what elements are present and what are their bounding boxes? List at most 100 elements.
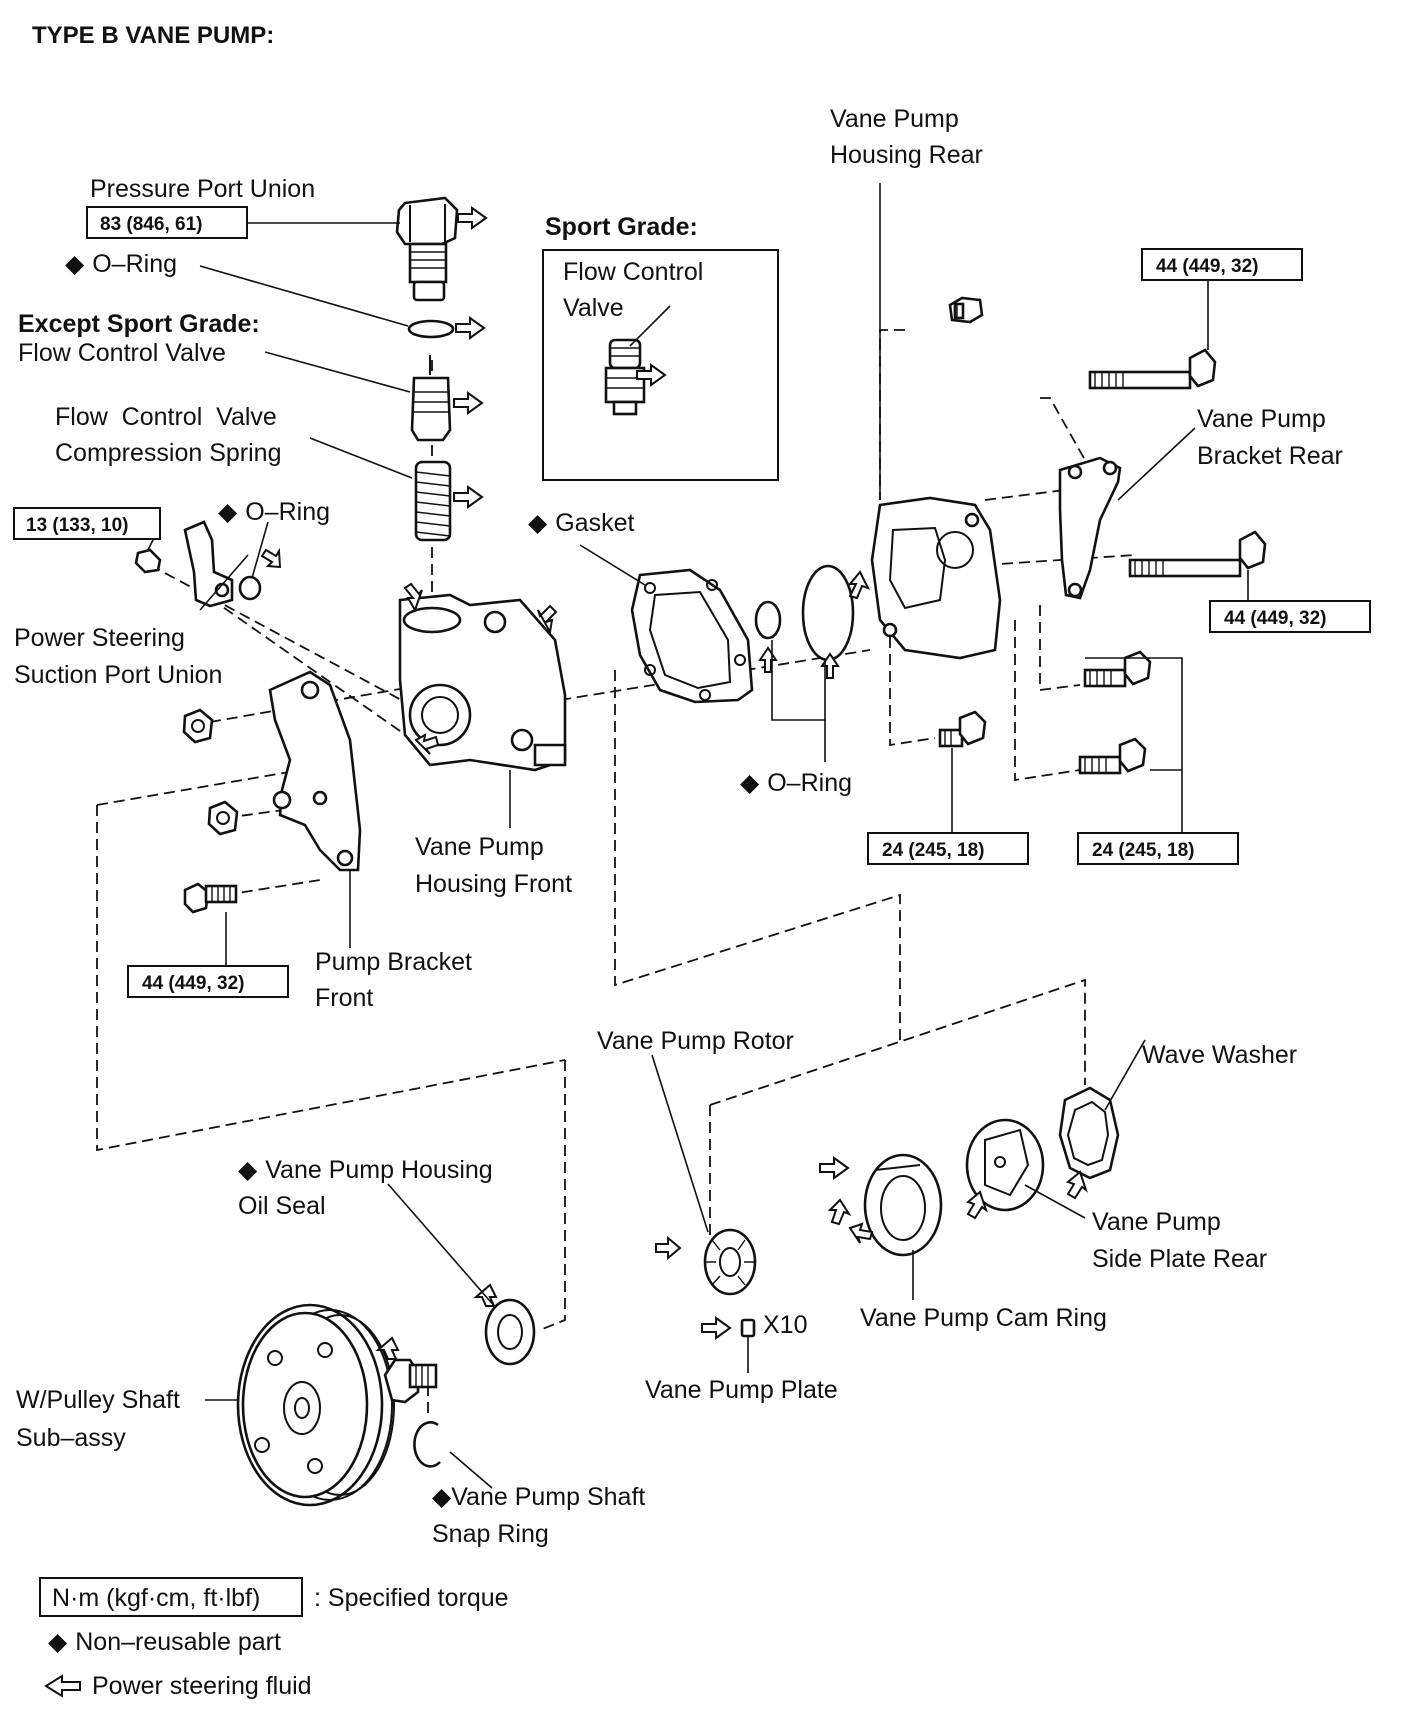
- legend-fluid-text: Power steering fluid: [92, 1672, 312, 1700]
- vane-pump-side-plate-rear-part: [965, 1118, 1045, 1212]
- label-housing-rear-line1: Vane Pump: [830, 105, 959, 133]
- label-fcv-spring-line2: Compression Spring: [55, 439, 282, 467]
- wave-washer-part: [1058, 1086, 1120, 1180]
- torque-box-suction-port: 13 (133, 10): [13, 507, 161, 540]
- label-o-ring-suction: ◆O–Ring: [218, 498, 330, 526]
- label-cam-ring: Vane Pump Cam Ring: [860, 1304, 1107, 1332]
- label-snap-ring-line1: ◆Vane Pump Shaft: [432, 1483, 645, 1511]
- label-rotor: Vane Pump Rotor: [597, 1027, 794, 1055]
- o-ring-top-part: [407, 319, 455, 339]
- label-gasket: ◆Gasket: [528, 509, 634, 537]
- label-oil-seal-line2: Oil Seal: [238, 1192, 326, 1220]
- non-reusable-icon: ◆: [432, 1483, 452, 1511]
- legend-torque-unit: N·m (kgf·cm, ft·lbf): [52, 1584, 260, 1612]
- torque-value: 44 (449, 32): [1156, 256, 1258, 277]
- label-vane-plate: Vane Pump Plate: [645, 1376, 838, 1404]
- label-oil-seal-line1: ◆Vane Pump Housing: [238, 1156, 493, 1184]
- fluid-arrow-icon: [819, 1156, 850, 1180]
- vane-pump-plate-part: [740, 1318, 756, 1338]
- oil-seal-part: [484, 1298, 536, 1366]
- assembly-dashed-lines: [96, 329, 1136, 1415]
- label-ps-suction-line1: Power Steering: [14, 624, 185, 652]
- label-side-plate-line1: Vane Pump: [1092, 1208, 1221, 1236]
- label-pulley-line1: W/Pulley Shaft: [16, 1386, 180, 1414]
- non-reusable-icon: ◆: [528, 509, 548, 537]
- legend-fluid: Power steering fluid: [44, 1672, 312, 1700]
- non-reusable-icon: ◆: [65, 250, 85, 278]
- fluid-arrow-icon: [701, 1316, 732, 1340]
- non-reusable-icon: ◆: [48, 1628, 68, 1656]
- legend: N·m (kgf·cm, ft·lbf) : Specified torque …: [39, 1577, 509, 1700]
- pressure-port-union-part: [395, 196, 459, 302]
- label-except-sport-grade: Except Sport Grade:: [18, 310, 260, 338]
- torque-box-pressure-port: 83 (846, 61): [86, 206, 248, 239]
- nut-upper-part: [182, 708, 214, 744]
- fluid-arrow-icon: [636, 363, 667, 387]
- label-housing-front-line1: Vane Pump: [415, 833, 544, 861]
- legend-torque: N·m (kgf·cm, ft·lbf) : Specified torque: [39, 1577, 509, 1617]
- torque-box-housing-bolt-right: 24 (245, 18): [1077, 832, 1239, 865]
- housing-bolt-right-lower-part: [1078, 737, 1147, 775]
- snap-ring-part: [413, 1421, 441, 1468]
- torque-box-housing-bolt-left: 24 (245, 18): [867, 832, 1029, 865]
- fluid-arrow-icon: [1065, 1170, 1088, 1200]
- fluid-arrow-icon: [260, 547, 282, 569]
- vane-pump-rotor-part: [703, 1228, 757, 1296]
- legend-torque-desc: : Specified torque: [314, 1584, 509, 1612]
- housing-bolt-left-part: [938, 710, 987, 748]
- long-bolt-mid-part: [1128, 530, 1267, 578]
- pulley-shaft-part: [236, 1303, 438, 1507]
- fluid-arrow-icon: [820, 652, 840, 679]
- torque-value: 24 (245, 18): [882, 840, 984, 861]
- long-bolt-top-part: [1088, 348, 1217, 390]
- label-o-ring-mid: ◆O–Ring: [740, 769, 852, 797]
- label-wave-washer: Wave Washer: [1142, 1041, 1297, 1069]
- torque-value: 83 (846, 61): [100, 214, 202, 235]
- fluid-arrow-icon: [827, 1198, 852, 1226]
- fluid-arrow-icon: [453, 485, 484, 509]
- fluid-arrow-icon: [655, 1235, 682, 1261]
- fluid-arrows: [260, 206, 1088, 1360]
- fluid-arrow-icon: [403, 582, 423, 613]
- label-o-ring-top: ◆O–Ring: [65, 250, 177, 278]
- fluid-arrow-icon: [414, 733, 440, 755]
- torque-value: 24 (245, 18): [1092, 840, 1194, 861]
- compression-spring-part: [414, 460, 452, 542]
- gasket-part: [630, 568, 754, 704]
- label-bracket-front-line1: Pump Bracket: [315, 948, 472, 976]
- fluid-arrow-icon: [847, 570, 870, 600]
- torque-value: 44 (449, 32): [142, 973, 244, 994]
- fluid-arrow-icon: [457, 206, 488, 230]
- fluid-arrow-icon: [758, 646, 778, 673]
- fluid-arrow-icon: [453, 391, 484, 415]
- label-x10: X10: [763, 1311, 807, 1339]
- label-sport-fcv-line1: Flow Control: [563, 258, 703, 286]
- label-flow-control-valve: Flow Control Valve: [18, 339, 226, 367]
- label-housing-rear-line2: Housing Rear: [830, 141, 983, 169]
- torque-value: 13 (133, 10): [26, 515, 128, 536]
- non-reusable-icon: ◆: [218, 498, 238, 526]
- suction-port-union-part: [134, 520, 262, 608]
- legend-non-reusable: ◆Non–reusable part: [48, 1628, 281, 1656]
- label-pulley-line2: Sub–assy: [16, 1424, 126, 1452]
- rear-bolt-top-part: [948, 296, 984, 324]
- leader-lines: [147, 183, 1249, 1489]
- torque-box-rear-bolt-top: 44 (449, 32): [1141, 248, 1303, 281]
- label-sport-fcv-line2: Valve: [563, 294, 624, 322]
- vane-pump-housing-rear-part: [870, 496, 1002, 660]
- fluid-arrow-icon: [455, 316, 486, 340]
- label-bracket-front-line2: Front: [315, 984, 373, 1012]
- vane-pump-housing-front-part: [398, 593, 567, 772]
- label-bracket-rear-line1: Vane Pump: [1197, 405, 1326, 433]
- housing-bolt-right-upper-part: [1083, 650, 1152, 688]
- vane-pump-cam-ring-part: [863, 1153, 943, 1257]
- torque-box-rear-bolt-mid: 44 (449, 32): [1209, 600, 1371, 633]
- fluid-arrow-icon: [44, 1674, 81, 1698]
- non-reusable-icon: ◆: [740, 769, 760, 797]
- diagram-title: TYPE B VANE PUMP:: [32, 22, 274, 49]
- label-sport-grade: Sport Grade:: [545, 213, 698, 241]
- label-snap-ring-line2: Snap Ring: [432, 1520, 549, 1548]
- o-ring-small-part: [754, 600, 782, 640]
- label-fcv-spring-line1: Flow Control Valve: [55, 403, 277, 431]
